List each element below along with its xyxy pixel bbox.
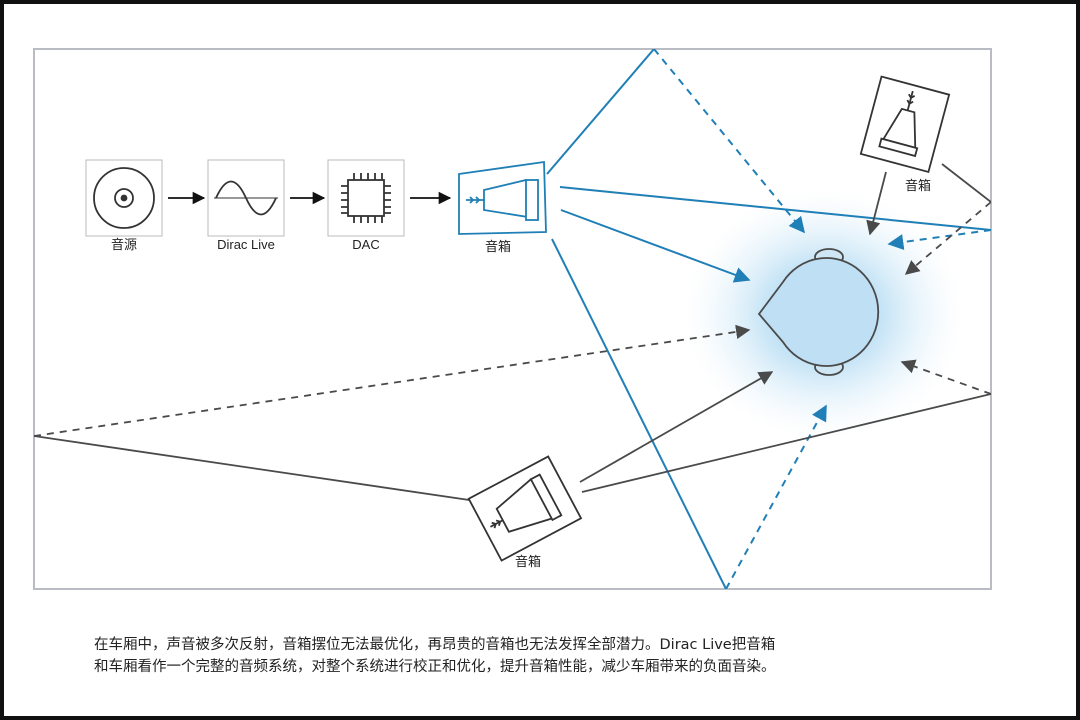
direct-ray-line	[551, 238, 727, 589]
reflection-arrow-dashed	[900, 359, 991, 395]
speaker-label-top-right: 音箱	[905, 178, 931, 194]
reflection-arrow-dashed	[904, 201, 991, 275]
source-box	[85, 159, 163, 237]
reflection-arrow-dashed	[34, 324, 751, 437]
reflection-ray-line	[34, 435, 477, 502]
listener-head-icon	[757, 248, 880, 376]
direct-sound-arrow	[579, 371, 774, 483]
dirac-label: Dirac Live	[217, 237, 275, 252]
disc-icon	[93, 167, 155, 229]
reflection-arrow-dashed	[653, 49, 806, 234]
reflection-ray-line	[581, 393, 991, 493]
speaker-icon	[467, 455, 583, 562]
audio-reflection-diagram: 音源 Dirac Live DAC 音箱	[33, 48, 992, 590]
direct-sound-arrow	[866, 171, 887, 236]
dac-label: DAC	[352, 237, 379, 252]
caption-line-2: 和车厢看作一个完整的音频系统，对整个系统进行校正和优化，提升音箱性能，减少车厢带…	[94, 659, 776, 675]
speaker-label: 音箱	[485, 239, 511, 255]
direct-ray-line	[546, 49, 655, 175]
figure-caption: 在车厢中，声音被多次反射，音箱摆位无法最优化，再昂贵的音箱也无法发挥全部潜力。D…	[94, 634, 994, 678]
room-outline	[33, 48, 992, 590]
dac-box	[327, 159, 405, 237]
reflection-arrow-dashed	[887, 229, 991, 250]
speaker-label-bottom: 音箱	[515, 554, 541, 570]
direct-sound-arrow	[560, 209, 751, 283]
reflection-ray-line	[941, 163, 991, 203]
reflection-ray-line	[559, 186, 991, 231]
speaker-icon	[458, 160, 547, 235]
source-label: 音源	[111, 237, 137, 253]
reflection-arrow-dashed	[725, 404, 827, 589]
dirac-box	[207, 159, 285, 237]
speaker-icon	[859, 75, 951, 174]
chip-icon	[341, 173, 391, 223]
caption-line-1: 在车厢中，声音被多次反射，音箱摆位无法最优化，再昂贵的音箱也无法发挥全部潜力。D…	[94, 637, 776, 653]
